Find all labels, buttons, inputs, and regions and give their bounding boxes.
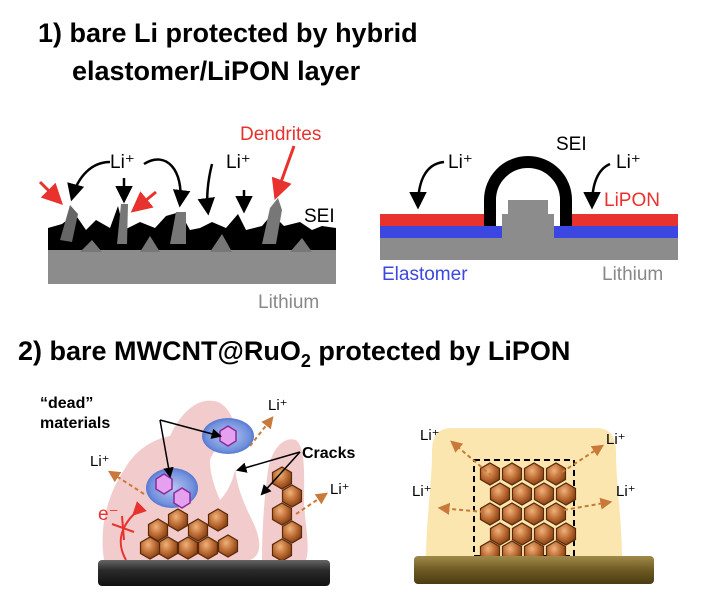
li-ion-arrow [583, 162, 611, 210]
li-ion-arrow [555, 444, 605, 477]
li-ion-label: Li⁺ [606, 431, 626, 448]
li-ion-arrow [197, 163, 215, 216]
active-particle [217, 534, 239, 558]
li-ion-arrow [249, 416, 274, 447]
li-ion-arrow [295, 492, 328, 515]
active-particle [197, 536, 219, 560]
dendrite-pointer-arrow [38, 180, 63, 205]
sei-label: SEI [304, 206, 335, 227]
active-particle [501, 502, 523, 526]
li-ion-label: Li⁺ [330, 481, 350, 498]
dendrite [262, 198, 282, 244]
active-particle [533, 522, 555, 546]
lithium-layer [48, 250, 336, 284]
electron-block-mark [121, 515, 125, 541]
li-ion-label: Li⁺ [412, 483, 432, 500]
active-particle [207, 508, 229, 532]
li-ion-arrow [409, 160, 445, 210]
active-particle [523, 462, 545, 486]
active-particle [187, 518, 209, 542]
active-particle [545, 462, 567, 486]
li-ion-arrow [143, 158, 191, 208]
li-ion-label: Li⁺ [226, 152, 251, 173]
lithium-protrusion [502, 214, 554, 238]
li-ion-arrow [450, 440, 493, 477]
li-ion-arrow [437, 502, 485, 515]
bare-mwcnt-diagram: “dead” materials Cracks Li⁺ Li⁺ Li⁺ e⁻ [40, 395, 355, 586]
lithium-label: Lithium [602, 264, 663, 285]
section2-title: 2) bare MWCNT@RuO2 protected by LiPON [18, 336, 570, 371]
active-particle [489, 522, 511, 546]
active-particle [489, 482, 511, 506]
dead-particle [219, 425, 237, 447]
active-particle [511, 482, 533, 506]
active-particle [501, 462, 523, 486]
active-particle [271, 502, 293, 526]
active-particle [555, 522, 577, 546]
active-particle [479, 502, 501, 526]
current-collector [414, 556, 654, 584]
pointer-line [159, 419, 223, 439]
li-ion-label: Li⁺ [616, 152, 641, 173]
crack [210, 445, 237, 500]
dendrite [117, 204, 128, 244]
dendrite-pointer-arrow [271, 145, 296, 200]
cracks-label: Cracks [302, 445, 355, 462]
active-particle [271, 466, 293, 490]
active-particle [523, 502, 545, 526]
current-collector [98, 560, 330, 586]
protected-mwcnt-diagram: Li⁺ Li⁺ Li⁺ Li⁺ [412, 427, 654, 584]
protected-lithium-diagram: Li⁺ Li⁺ SEI LiPON Elastomer Lithium [380, 134, 678, 285]
lithium-label: Lithium [258, 292, 319, 313]
pointer-line [159, 419, 174, 479]
elastomer-label: Elastomer [382, 264, 468, 285]
section2-title-subscript: 2 [301, 351, 311, 371]
lipon-label: LiPON [604, 190, 660, 211]
bare-lithium-diagram: Li⁺ Li⁺ Dendrites SEI Lithium [38, 124, 336, 313]
lithium-protrusion-top [508, 200, 548, 216]
active-particle [555, 482, 577, 506]
dead-label-line2: materials [40, 415, 110, 432]
sei-dome [484, 156, 572, 226]
li-ion-label: Li⁺ [616, 483, 636, 500]
active-particle [281, 520, 303, 544]
active-particle [177, 536, 199, 560]
li-ion-label: Li⁺ [90, 453, 110, 470]
dendrite [170, 212, 186, 244]
active-particle [157, 536, 179, 560]
active-particle [167, 508, 189, 532]
pointer-line [235, 451, 301, 473]
section2-title-end: protected by LiPON [311, 336, 571, 366]
active-particle [139, 536, 161, 560]
dead-particle [155, 473, 173, 495]
section1-title-line2: elastomer/LiPON layer [72, 56, 361, 86]
pointer-line [260, 451, 301, 496]
active-particle-cluster [479, 462, 577, 564]
li-ion-label: Li⁺ [268, 397, 288, 414]
active-particle [281, 484, 303, 508]
active-particle [511, 522, 533, 546]
li-ion-label: Li⁺ [420, 427, 440, 444]
section1-title-line1: 1) bare Li protected by hybrid [38, 18, 418, 48]
li-ion-label: Li⁺ [448, 152, 473, 173]
sei-label: SEI [556, 134, 587, 155]
dendrite-pointer-arrow [130, 190, 157, 213]
active-particle [545, 502, 567, 526]
dead-label-line1: “dead” [40, 395, 93, 412]
dendrites-label: Dendrites [240, 124, 321, 145]
active-particle [533, 482, 555, 506]
active-particle [147, 518, 169, 542]
electron-label: e⁻ [98, 504, 119, 525]
active-particle [271, 538, 293, 562]
active-particle-cluster [139, 466, 303, 562]
dead-particle [173, 487, 191, 509]
li-ion-label: Li⁺ [110, 152, 135, 173]
section2-title-main: 2) bare MWCNT@RuO [18, 336, 301, 366]
li-ion-arrow [563, 497, 613, 511]
lithium-layer [380, 238, 678, 260]
dendrite [60, 205, 78, 242]
li-ion-arrow [67, 160, 111, 202]
electron-path [119, 501, 147, 561]
